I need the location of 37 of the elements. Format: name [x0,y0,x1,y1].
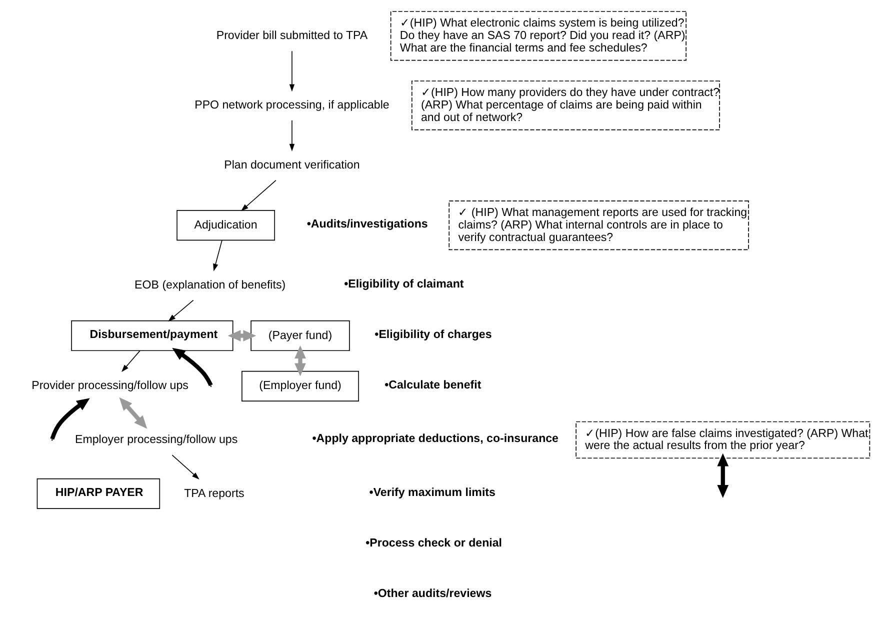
node-box: (Payer fund) [250,320,350,352]
arrow [294,346,306,376]
label: •Eligibility of claimant [344,278,464,291]
arrow [171,454,199,480]
arrow [288,50,294,92]
node-text: PPO network processing, if applicable [194,99,389,112]
node-box: ✓(HIP) How many providers do they have under contract? (ARP) What percentage of claims are being paid within and out of network? [410,80,720,130]
label: •Process check or denial [365,537,502,550]
label: •Eligibility of charges [374,328,492,341]
arrow [212,240,222,272]
arrow [716,453,728,498]
arrow [118,397,147,429]
label: •Audits/investigations [306,218,428,231]
arrow [121,350,140,372]
label: •Verify maximum limits [368,486,495,499]
node-box: (Employer fund) [241,370,358,402]
node-box: Disbursement/payment [70,320,233,352]
node-text: Provider bill submitted to TPA [216,30,368,42]
arrow [240,180,276,212]
node-text: TPA reports [184,488,244,500]
node-text: Employer processing/follow ups [74,434,238,446]
node-text: Provider processing/follow ups [31,380,188,392]
label: •Calculate benefit [384,379,481,392]
arrow [50,398,90,440]
arrow [288,120,294,152]
node-box: Adjudication [176,210,275,241]
node-box: ✓(HIP) How are false claims investigated? (ARP) What were the actual results from the prior year? [575,421,870,459]
node-text: EOB (explanation of benefits) [134,279,286,292]
node-box: HIP/ARP PAYER [36,478,160,509]
label: •Apply appropriate deductions, co-insurance [312,433,558,446]
arrow [227,330,256,342]
label: •Other audits/reviews [373,588,492,600]
arrow [172,348,212,386]
node-box: ✓(HIP) What electronic claims system is being utilized? Do they have an SAS 70 report? Did you read it? (ARP) What are the financial terms and fee schedules? [390,11,686,61]
node-text: Plan document verification [224,159,360,172]
node-box: ✓ (HIP) What management reports are used for tracking claims? (ARP) What internal controls are in place to verify contractual guarantees? [448,200,748,250]
arrow [168,300,194,322]
